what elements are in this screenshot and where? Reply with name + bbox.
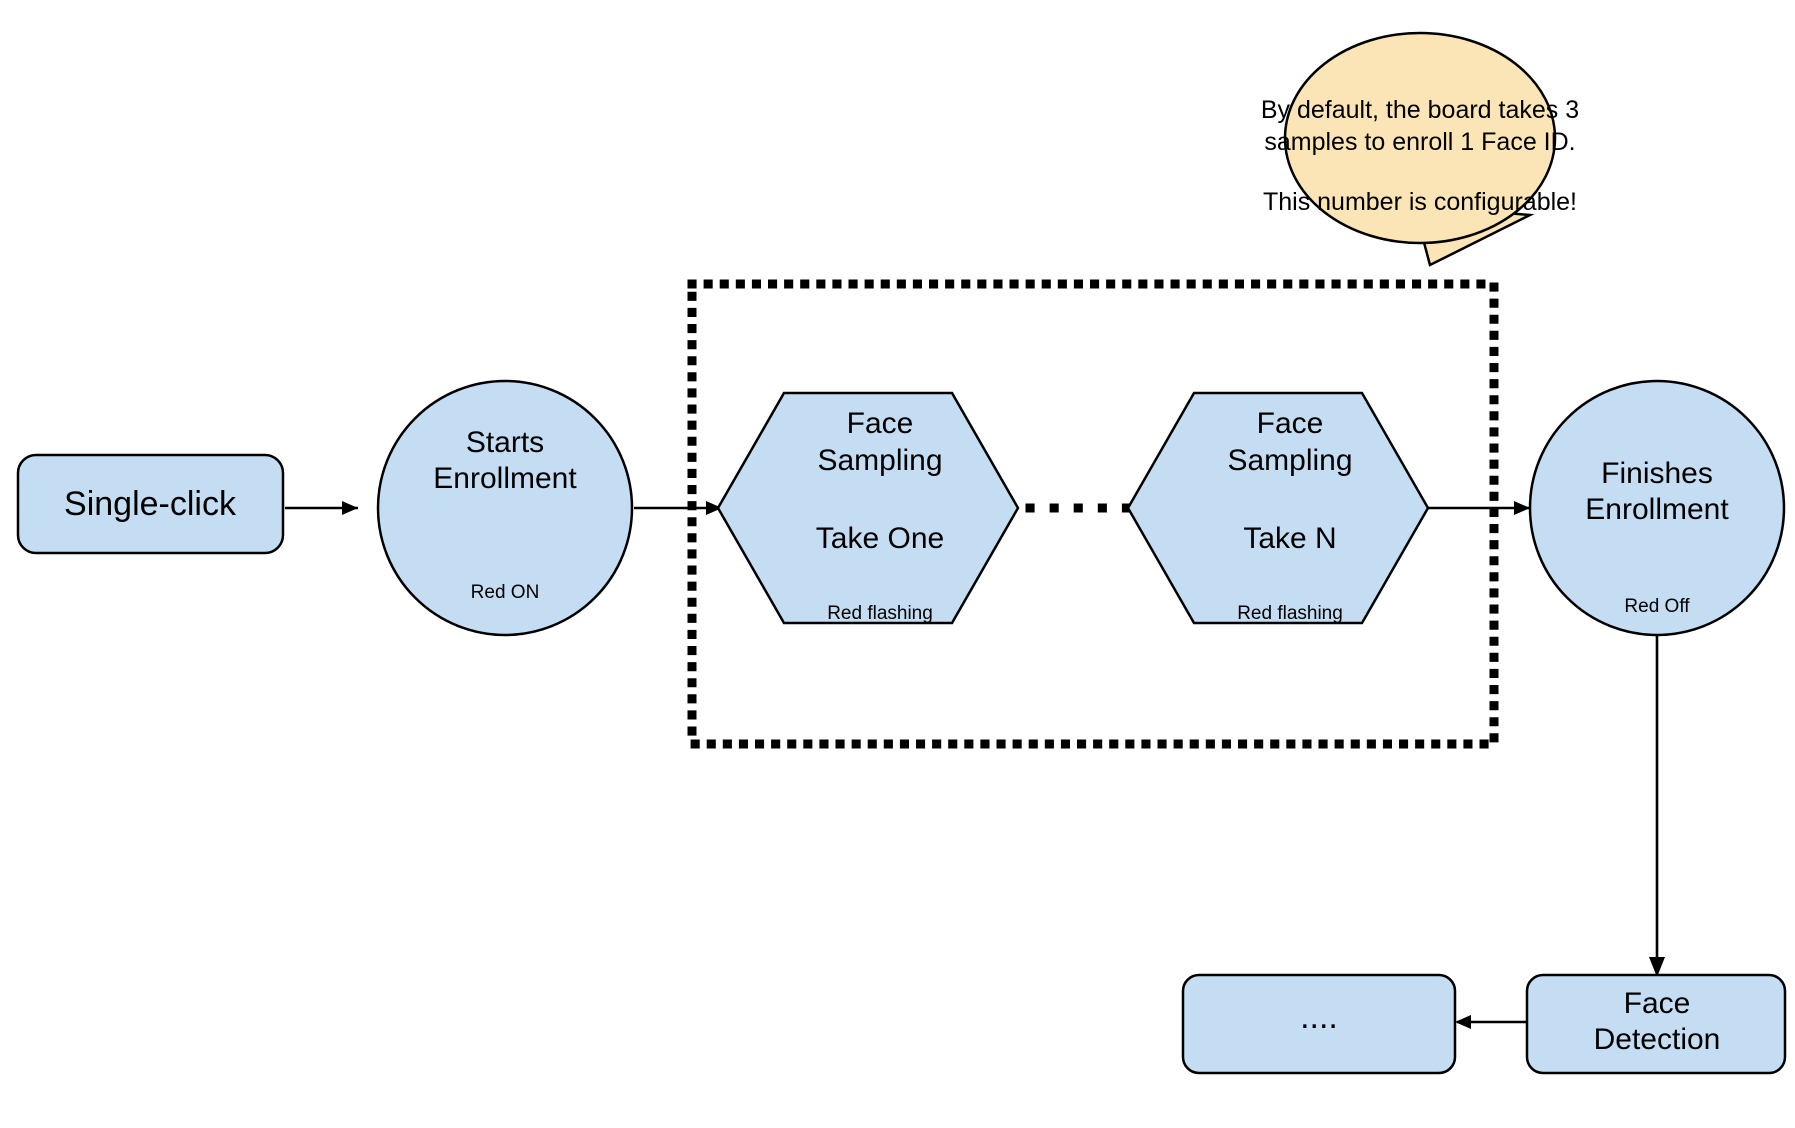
node-face-detection[interactable]: Face Detection [1525, 973, 1787, 1075]
face-detection-line-2: Detection [1594, 1023, 1721, 1056]
face-sampling-n-line-2: Sampling [1227, 444, 1352, 477]
face-sampling-one-line-2: Sampling [817, 444, 942, 477]
single-click-label: Single-click [64, 485, 237, 523]
finishes-enrollment-line-2: Enrollment [1585, 493, 1729, 526]
edge-sampling-n-to-finishes [1428, 501, 1530, 515]
callout-line-3: This number is configurable! [1263, 188, 1577, 216]
callout-line-2: samples to enroll 1 Face ID. [1264, 128, 1575, 156]
face-sampling-n-take: Take N [1243, 522, 1336, 555]
face-sampling-one-status: Red flashing [827, 603, 933, 624]
node-face-sampling-n[interactable]: Face Sampling Take N Red flashing [1126, 391, 1430, 625]
more-label: .... [1300, 998, 1338, 1036]
starts-enrollment-status: Red ON [471, 582, 540, 603]
callout-line-1: By default, the board takes 3 [1261, 96, 1579, 124]
edge-single-click-to-starts [285, 501, 358, 515]
edge-finishes-to-face-detection [1649, 635, 1665, 977]
edge-face-detection-to-more [1455, 1015, 1527, 1029]
node-face-sampling-one[interactable]: Face Sampling Take One Red flashing [716, 391, 1020, 625]
node-starts-enrollment[interactable]: Starts Enrollment Red ON [376, 379, 634, 637]
sampling-loop-group [687, 279, 1499, 749]
edge-starts-to-sampling-one [634, 501, 722, 515]
node-single-click[interactable]: Single-click [16, 453, 285, 555]
face-sampling-one-take: Take One [816, 522, 944, 555]
starts-enrollment-circle[interactable] [376, 379, 634, 637]
face-detection-box[interactable] [1525, 973, 1787, 1075]
node-finishes-enrollment[interactable]: Finishes Enrollment Red Off [1528, 379, 1786, 637]
starts-enrollment-line-1: Starts [466, 426, 544, 459]
finishes-enrollment-status: Red Off [1624, 596, 1690, 617]
node-more[interactable]: .... [1181, 973, 1457, 1075]
face-sampling-n-line-1: Face [1257, 407, 1324, 440]
face-sampling-n-status: Red flashing [1237, 603, 1343, 624]
face-sampling-one-hexagon[interactable] [716, 391, 1020, 625]
face-sampling-one-line-1: Face [847, 407, 914, 440]
callout-ellipse [1283, 31, 1557, 245]
face-detection-line-1: Face [1624, 987, 1691, 1020]
single-click-box[interactable] [16, 453, 285, 555]
more-box[interactable] [1181, 973, 1457, 1075]
callout-bubble: By default, the board takes 3 samples to… [1261, 31, 1579, 267]
starts-enrollment-line-2: Enrollment [433, 462, 577, 495]
finishes-enrollment-line-1: Finishes [1601, 457, 1713, 490]
